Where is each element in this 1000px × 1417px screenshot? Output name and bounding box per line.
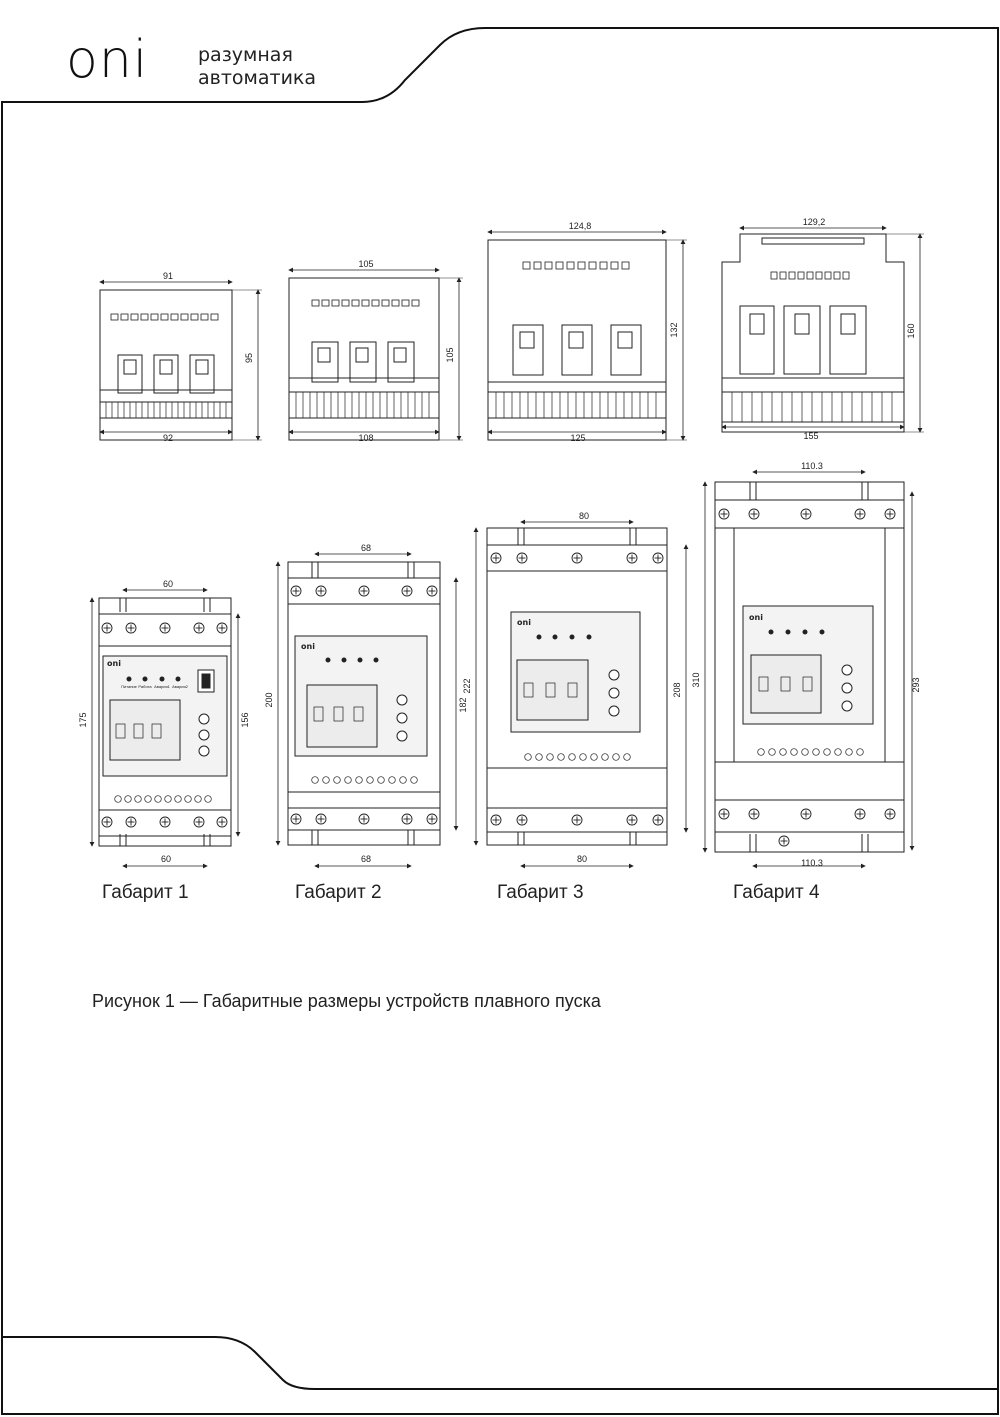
front-view-gabarit-3 xyxy=(473,519,689,869)
gabarit-4-height-inner: 293 xyxy=(911,677,921,692)
gabarit-1-panel-brand: oni xyxy=(107,659,121,668)
front-view-gabarit-1 xyxy=(89,587,241,869)
led-label-run: Работа xyxy=(138,684,152,689)
gabarit-1-led-labels: Питание Работа Авария1 Авария2 xyxy=(121,684,189,689)
gabarit-4-panel-brand: oni xyxy=(749,613,763,622)
gabarit-3-height-outer: 222 xyxy=(462,678,472,693)
gabarit-2-panel-brand: oni xyxy=(301,642,315,651)
caption-gabarit-3: Габарит 3 xyxy=(497,882,584,903)
brand-tagline: разумная автоматика xyxy=(198,44,316,90)
gabarit-3-mount-top: 80 xyxy=(579,511,589,521)
front-view-gabarit-4 xyxy=(702,469,915,869)
gabarit-2-height: 105 xyxy=(445,347,455,362)
gabarit-3-panel-brand: oni xyxy=(517,618,531,627)
top-view-gabarit-4 xyxy=(721,225,924,433)
gabarit-4-width-top: 129,2 xyxy=(803,217,826,227)
top-view-gabarit-2 xyxy=(288,267,463,441)
gabarit-2-height-inner: 182 xyxy=(458,697,468,712)
led-label-fault2: Авария2 xyxy=(172,684,189,689)
gabarit-3-mount-bottom: 80 xyxy=(577,854,587,864)
gabarit-3-width-top: 124,8 xyxy=(569,221,592,231)
gabarit-2-mount-bottom: 68 xyxy=(361,854,371,864)
gabarit-4-mount-top: 110.3 xyxy=(801,461,823,471)
gabarit-1-mount-top: 60 xyxy=(163,579,173,589)
gabarit-1-width-top: 91 xyxy=(163,271,173,281)
front-view-gabarit-2 xyxy=(275,551,459,869)
top-view-gabarit-3 xyxy=(487,229,687,441)
gabarit-1-height-inner: 156 xyxy=(240,712,250,727)
gabarit-2-width-top: 105 xyxy=(358,259,373,269)
brand-logo: oni xyxy=(66,30,149,90)
gabarit-2-width-bottom: 108 xyxy=(358,433,373,443)
gabarit-2-height-outer: 200 xyxy=(264,692,274,707)
tagline-line-2: автоматика xyxy=(198,67,317,89)
gabarit-4-height: 160 xyxy=(906,323,916,338)
tagline-line-1: разумная xyxy=(198,44,293,66)
gabarit-1-height-outer: 175 xyxy=(78,712,88,727)
gabarit-1-height: 95 xyxy=(244,353,254,363)
gabarit-3-width-bottom: 125 xyxy=(570,433,585,443)
gabarit-1-mount-bottom: 60 xyxy=(161,854,171,864)
gabarit-2-mount-top: 68 xyxy=(361,543,371,553)
top-view-gabarit-1 xyxy=(99,279,262,441)
led-label-fault1: Авария1 xyxy=(154,684,171,689)
gabarit-3-height-inner: 208 xyxy=(672,682,682,697)
figure-caption: Рисунок 1 — Габаритные размеры устройств… xyxy=(92,991,601,1011)
gabarit-3-height: 132 xyxy=(669,322,679,337)
led-label-power: Питание xyxy=(121,684,138,689)
caption-gabarit-4: Габарит 4 xyxy=(733,882,820,903)
gabarit-1-width-bottom: 92 xyxy=(163,433,173,443)
gabarit-4-mount-bottom: 110.3 xyxy=(801,858,823,868)
gabarit-4-width-bottom: 155 xyxy=(803,431,818,441)
caption-gabarit-2: Габарит 2 xyxy=(295,882,382,903)
gabarit-4-height-outer: 310 xyxy=(691,672,701,687)
caption-gabarit-1: Габарит 1 xyxy=(102,882,189,903)
